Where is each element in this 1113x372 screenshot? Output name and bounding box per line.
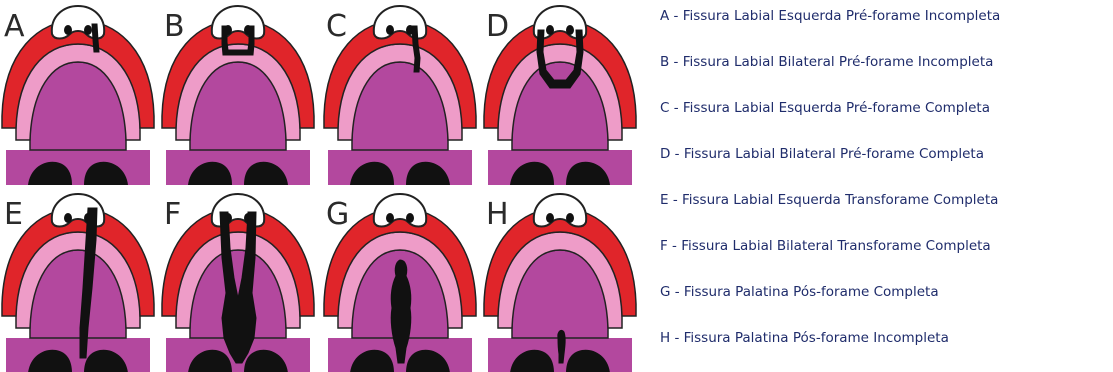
legend-item-e: E - Fissura Labial Esquerda Transforame … bbox=[660, 192, 998, 208]
nostril-left bbox=[386, 213, 394, 223]
legend-item-a: A - Fissura Labial Esquerda Pré-forame I… bbox=[660, 8, 1000, 24]
legend-item-b: B - Fissura Labial Bilateral Pré-forame … bbox=[660, 54, 993, 70]
palate-base bbox=[6, 338, 150, 372]
palate-base bbox=[328, 150, 472, 185]
nostril-right bbox=[84, 25, 92, 35]
legend-item-c: C - Fissura Labial Esquerda Pré-forame C… bbox=[660, 100, 990, 116]
palate-panel-c: C bbox=[324, 6, 476, 185]
palate-base bbox=[6, 150, 150, 185]
palate-panel-e: E bbox=[2, 194, 154, 372]
palate-base bbox=[166, 150, 310, 185]
panel-letter-a: A bbox=[4, 9, 25, 44]
legend: A - Fissura Labial Esquerda Pré-forame I… bbox=[660, 0, 1110, 372]
panel-letter-g: G bbox=[326, 197, 349, 232]
palate-panel-d: D bbox=[484, 6, 636, 185]
nostril-left bbox=[546, 213, 554, 223]
panel-letter-c: C bbox=[326, 9, 347, 44]
nostril-left bbox=[64, 25, 72, 35]
palate-panel-f: F bbox=[162, 194, 314, 372]
legend-item-h: H - Fissura Palatina Pós-forame Incomple… bbox=[660, 330, 949, 346]
panel-letter-e: E bbox=[4, 197, 23, 232]
nostril-left bbox=[64, 213, 72, 223]
panel-letter-d: D bbox=[486, 9, 509, 44]
nostril-right bbox=[566, 25, 574, 35]
palate-panel-g: G bbox=[324, 194, 476, 372]
panel-letter-b: B bbox=[164, 9, 185, 44]
legend-item-d: D - Fissura Labial Bilateral Pré-forame … bbox=[660, 146, 984, 162]
cleft-diagram-grid: A B C D E F G H bbox=[0, 0, 640, 372]
nostril-left bbox=[386, 25, 394, 35]
palate-panel-h: H bbox=[484, 194, 636, 372]
nostril-right bbox=[406, 213, 414, 223]
palate-panel-b: B bbox=[162, 6, 314, 185]
nostril-left bbox=[546, 25, 554, 35]
palate-base bbox=[488, 150, 632, 185]
panel-letter-f: F bbox=[164, 197, 181, 232]
nostril-right bbox=[566, 213, 574, 223]
legend-item-g: G - Fissura Palatina Pós-forame Completa bbox=[660, 284, 939, 300]
legend-item-f: F - Fissura Labial Bilateral Transforame… bbox=[660, 238, 991, 254]
palate-panel-a: A bbox=[2, 6, 154, 185]
panel-letter-h: H bbox=[486, 197, 509, 232]
